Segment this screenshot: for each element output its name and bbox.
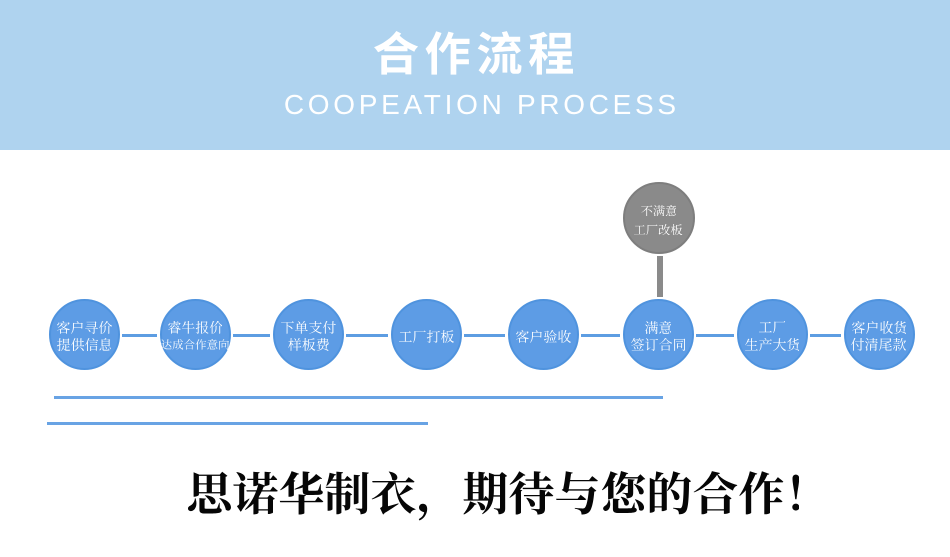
alt-step-text-line1: 不满意 [640, 204, 677, 217]
step-node-5 [507, 299, 579, 370]
step-5-text-line1-glyphs [515, 330, 571, 343]
alt-step-text-line2: 工厂改板 [634, 223, 683, 236]
underline-long [54, 396, 663, 399]
step-8-text-line1-glyphs [851, 320, 907, 334]
step-8-text-line2: 付清尾款 [851, 338, 907, 351]
step-6-text-line1: 满意 [644, 320, 672, 334]
step-4-text-line1: 工厂打板 [398, 330, 454, 343]
connector-3-4 [346, 334, 388, 337]
step-3-text-line1-glyphs [280, 320, 336, 334]
footer-headline-glyphs [187, 471, 799, 521]
step-node-6 [622, 299, 694, 370]
connector-2-3 [233, 334, 270, 337]
underline-short [47, 422, 428, 425]
step-6-text-line1-glyphs [644, 320, 672, 334]
step-7-text-line1-glyphs [758, 321, 786, 334]
step-3-text-line2: 样板费 [287, 338, 329, 351]
step-node-7 [736, 299, 808, 370]
step-8-text-line1: 客户收货 [851, 320, 907, 334]
footer-headline: 思诺华制衣，期待与您的合作！ [187, 471, 799, 521]
step-node-8 [843, 299, 915, 370]
banner-title: 合作流程 [373, 31, 573, 75]
step-1-text-line1-glyphs [56, 320, 112, 334]
step-1-text-line1: 客户寻价 [56, 320, 112, 334]
step-2-text-line2: 达成合作意向 [161, 339, 229, 350]
step-2-text-line2-glyphs [161, 339, 229, 350]
alt-step-node [622, 182, 695, 254]
step-2-text-line1: 睿牛报价 [167, 320, 223, 334]
step-7-text-line2: 生产大货 [744, 338, 800, 352]
step-4-text-line1-glyphs [398, 330, 454, 343]
step-3-text-line1: 下单支付 [280, 320, 336, 334]
step-1-text-line2: 提供信息 [56, 338, 112, 352]
step-8-text-line2-glyphs [851, 338, 907, 351]
banner-title-glyphs [373, 31, 573, 75]
connector-4-5 [464, 334, 505, 337]
banner-subtitle: COOPEATION PROCESS [283, 88, 680, 120]
step-3-text-line2-glyphs [287, 338, 329, 351]
connector-5-6 [581, 334, 620, 337]
alt-step-text-line1-glyphs [640, 204, 677, 217]
step-6-text-line2: 签订合同 [630, 338, 686, 351]
step-7-text-line2-glyphs [744, 338, 800, 352]
step-node-3 [272, 299, 344, 370]
connector-7-8 [810, 334, 841, 337]
step-2-text-line1-glyphs [167, 320, 223, 334]
step-node-1 [48, 299, 120, 370]
banner: 合作流程 COOPEATION PROCESS [0, 0, 950, 150]
step-7-text-line1: 工厂 [758, 321, 786, 334]
step-node-2 [159, 299, 231, 370]
connector-6-7 [696, 334, 734, 337]
connector-1-2 [122, 334, 157, 337]
alt-connector-line [657, 256, 663, 297]
step-1-text-line2-glyphs [56, 338, 112, 352]
alt-step-text-line2-glyphs [634, 223, 683, 236]
step-6-text-line2-glyphs [630, 338, 686, 351]
step-5-text-line1: 客户验收 [515, 330, 571, 343]
